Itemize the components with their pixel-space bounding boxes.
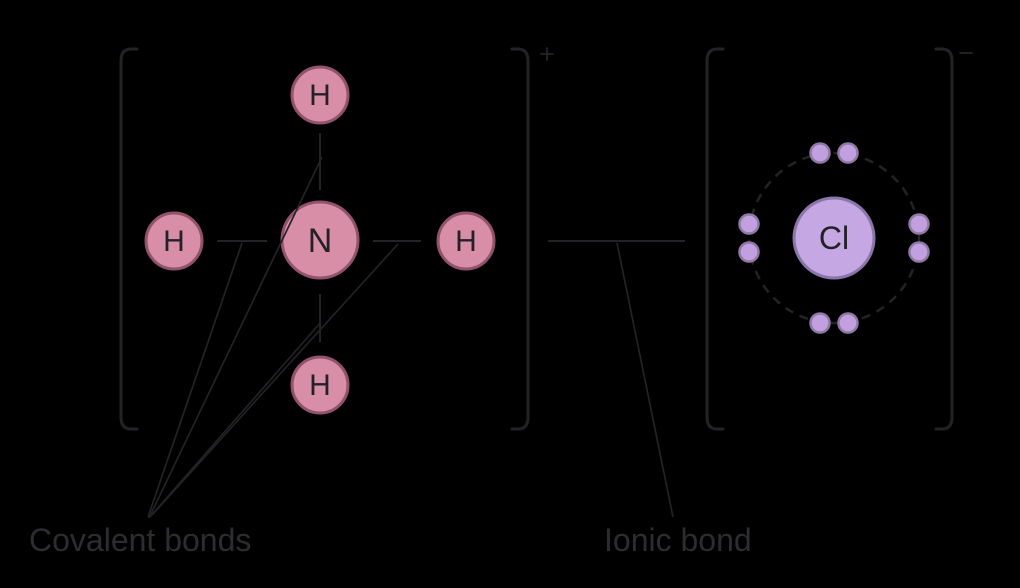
covalent-pointer-line-left xyxy=(147,242,243,518)
chlorine-atom xyxy=(792,196,876,280)
ammonium-left-bracket xyxy=(119,47,139,431)
covalent-pointer-line-right xyxy=(151,243,399,516)
electron-dot-bottom-right xyxy=(837,312,859,334)
hydrogen-atom-top xyxy=(290,65,350,125)
ionic-pointer-line xyxy=(616,242,674,518)
covalent-pointer-line-bottom xyxy=(149,321,322,518)
hydrogen-right-symbol: H xyxy=(455,225,477,258)
hydrogen-bottom-symbol: H xyxy=(309,369,331,402)
electron-shell-dashed-circle xyxy=(747,151,921,325)
ionic-bond-group xyxy=(548,240,685,518)
hydrogen-left-symbol: H xyxy=(163,225,185,258)
electron-dot-right-upper xyxy=(908,213,930,235)
hydrogen-atom-right xyxy=(436,211,496,271)
chloride-left-bracket xyxy=(705,47,725,431)
ammonium-charge: + xyxy=(539,39,555,69)
chloride-charge: − xyxy=(958,38,974,68)
electron-dot-top-right xyxy=(837,142,859,164)
electron-dot-right-lower xyxy=(908,241,930,263)
chlorine-symbol: Cl xyxy=(819,220,849,256)
covalent-bonds-caption: Covalent bonds xyxy=(29,522,251,558)
nitrogen-symbol: N xyxy=(308,222,333,260)
electron-dot-bottom-left xyxy=(809,312,831,334)
covalent-pointer-line-top xyxy=(148,156,323,519)
chloride-right-bracket xyxy=(934,47,954,431)
ionic-bond-caption: Ionic bond xyxy=(604,522,752,558)
ammonium-ion-group: + H H H N H xyxy=(119,39,555,519)
electron-dot-left-upper xyxy=(738,213,760,235)
hydrogen-top-symbol: H xyxy=(309,79,331,112)
electron-dot-left-lower xyxy=(738,241,760,263)
hydrogen-atom-bottom xyxy=(290,355,350,415)
hydrogen-atom-left xyxy=(144,211,204,271)
ammonium-right-bracket xyxy=(510,47,530,431)
electron-dot-top-left xyxy=(809,142,831,164)
chloride-ion-group: − Cl xyxy=(705,38,974,431)
